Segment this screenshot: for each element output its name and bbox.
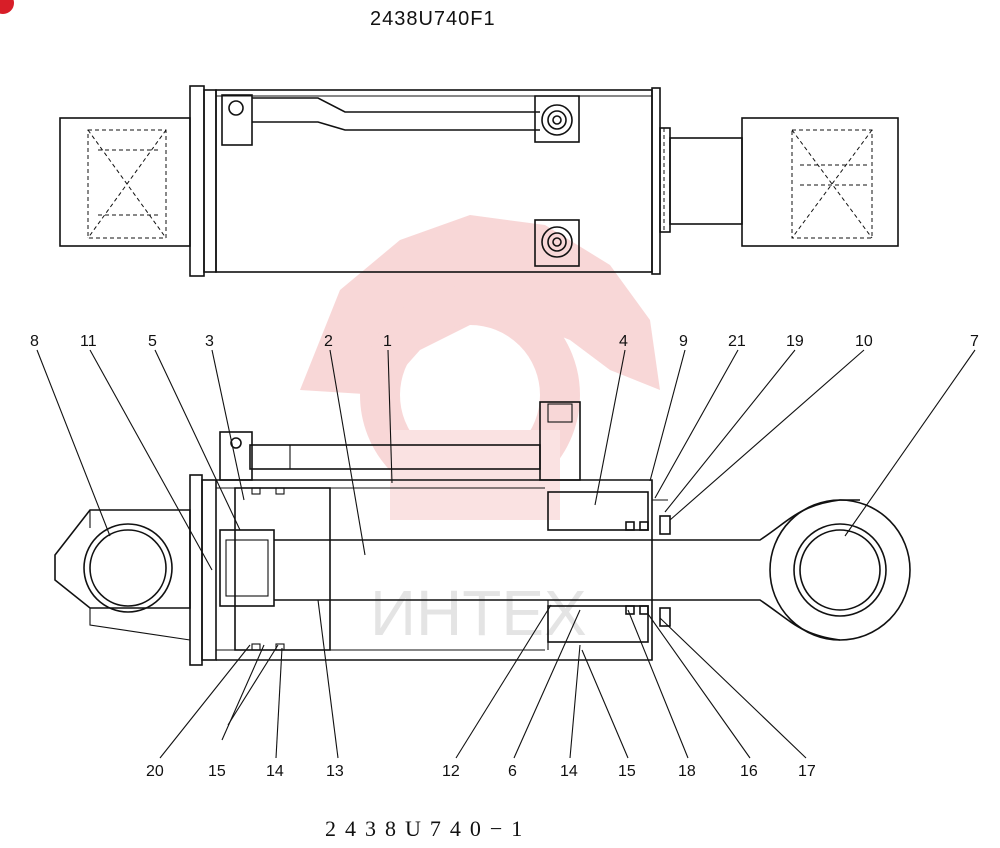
callout-19: 19 (786, 333, 804, 350)
drawing-number-bottom: 2438U740−1 (325, 816, 532, 841)
watermark-text: ИНТЕХ (370, 577, 587, 649)
callout-9: 9 (679, 333, 688, 350)
callout-labels: 8 11 5 3 2 1 4 9 21 19 10 7 20 15 14 13 … (30, 333, 979, 780)
callout-5: 5 (148, 333, 157, 350)
callout-7: 7 (970, 333, 979, 350)
callout-15-b: 15 (618, 763, 636, 780)
leader-lines (36, 349, 976, 759)
callout-11: 11 (80, 333, 97, 350)
corner-marker (0, 0, 14, 14)
callout-3: 3 (205, 333, 214, 350)
callout-17: 17 (798, 763, 816, 780)
callout-1: 1 (383, 333, 392, 350)
callout-14-b: 14 (560, 763, 578, 780)
callout-13: 13 (326, 763, 344, 780)
external-view (59, 85, 899, 277)
callout-10: 10 (855, 333, 873, 350)
callout-6: 6 (508, 763, 517, 780)
callout-4: 4 (619, 333, 628, 350)
callout-12: 12 (442, 763, 460, 780)
callout-18: 18 (678, 763, 696, 780)
watermark-logo: ИНТЕХ (300, 215, 660, 649)
callout-20: 20 (146, 763, 164, 780)
section-view (54, 401, 911, 666)
callout-16: 16 (740, 763, 758, 780)
callout-21: 21 (728, 333, 746, 350)
drawing-number-top: 2438U740F1 (370, 8, 496, 30)
callout-14: 14 (266, 763, 284, 780)
callout-15: 15 (208, 763, 226, 780)
callout-2: 2 (324, 333, 333, 350)
callout-8: 8 (30, 333, 39, 350)
